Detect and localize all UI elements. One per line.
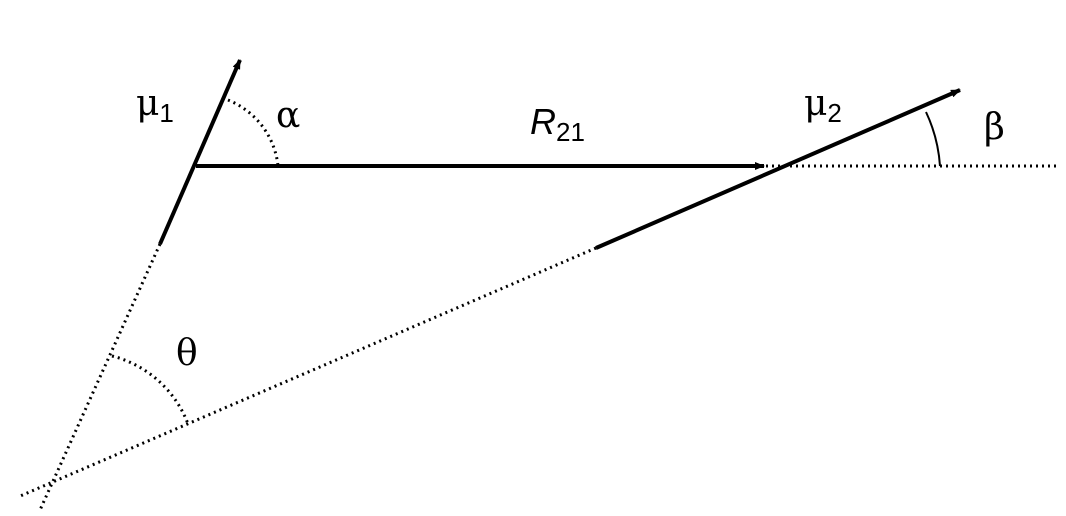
r21-label: R21 xyxy=(530,101,585,146)
mu1-label: μ1 xyxy=(136,83,174,127)
mu1-symbol: μ xyxy=(136,83,160,124)
r-subscript: 21 xyxy=(556,117,585,147)
mu2-label: μ2 xyxy=(804,83,842,127)
mu2-vector xyxy=(595,88,961,250)
theta-label: θ xyxy=(176,333,198,374)
theta-arc xyxy=(111,354,190,425)
beta-arc xyxy=(925,111,941,167)
beta-label: β xyxy=(984,107,1005,148)
mu1-subscript: 1 xyxy=(159,98,174,128)
alpha-label: α xyxy=(276,95,301,136)
mu1-extension-line xyxy=(38,243,162,511)
r-symbol: R xyxy=(530,101,556,142)
mu1-vector xyxy=(158,59,242,245)
mu2-subscript: 2 xyxy=(827,98,842,128)
alpha-arc xyxy=(227,98,280,167)
mu2-extension-line xyxy=(17,246,597,499)
mu2-symbol: μ xyxy=(804,83,828,124)
